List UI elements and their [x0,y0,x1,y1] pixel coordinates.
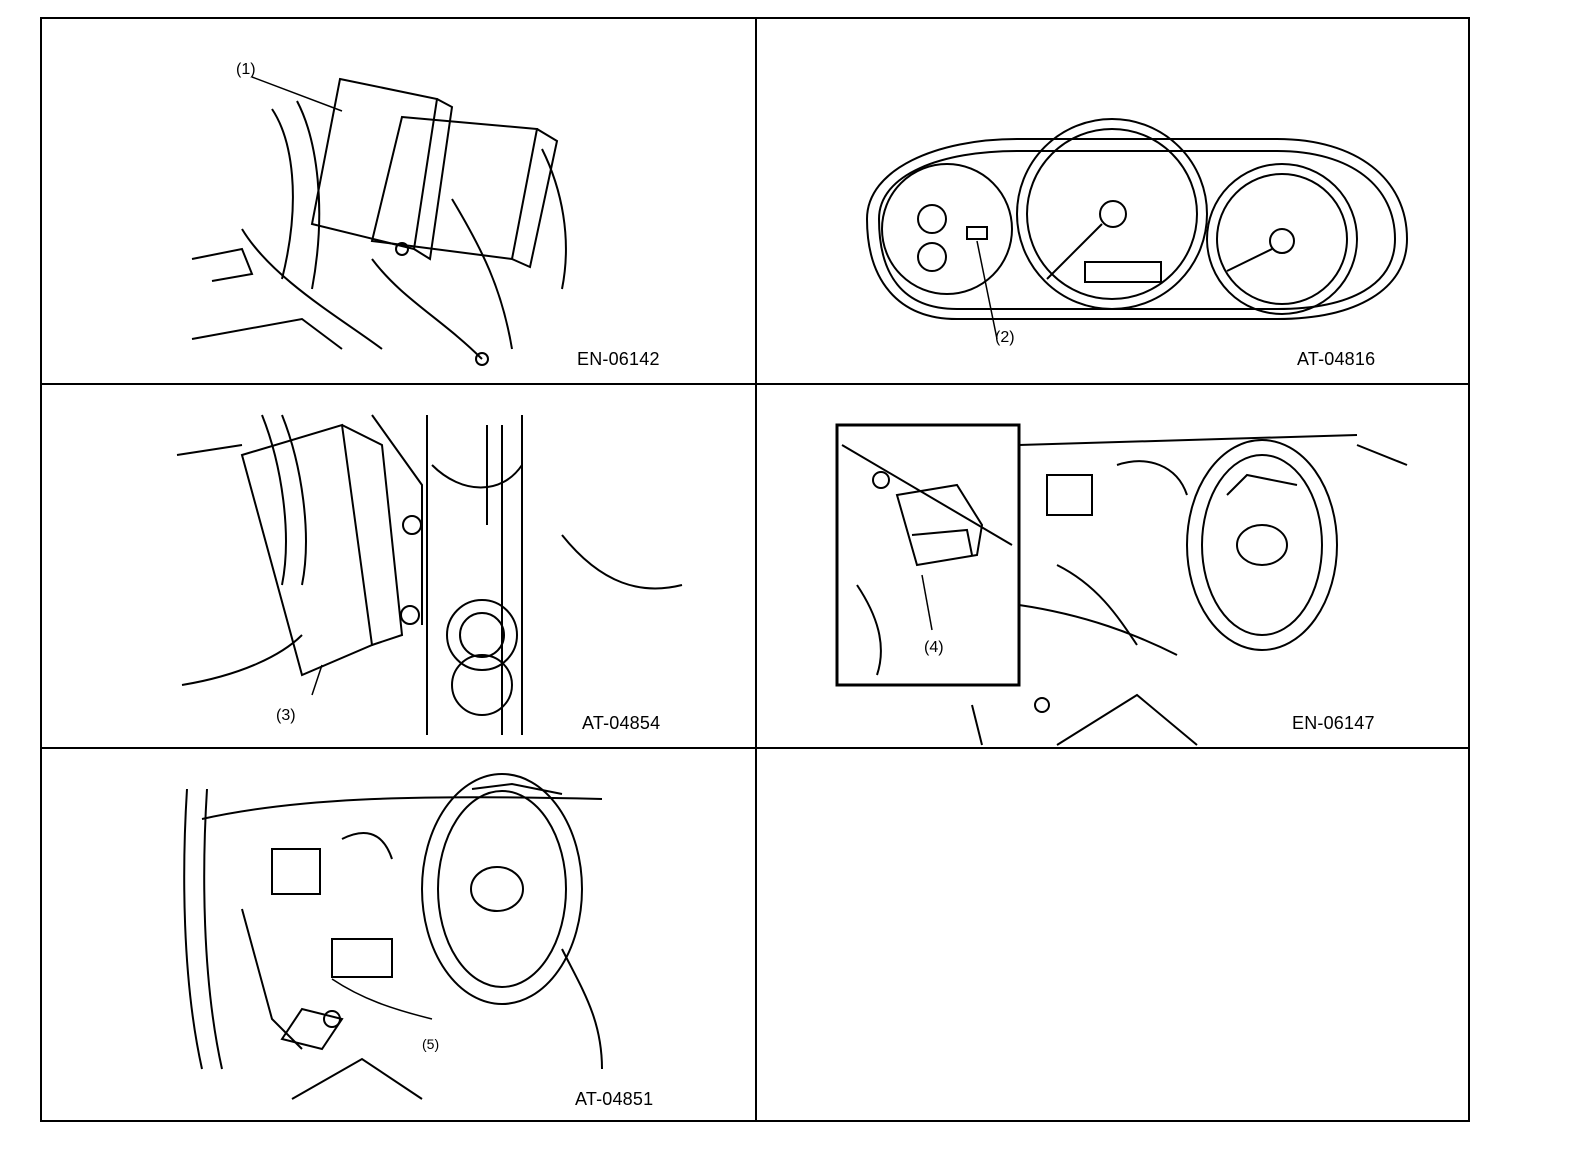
callout-1: (1) [236,61,256,78]
callout-4: (4) [924,639,944,656]
under-dash-illustration [183,773,603,1100]
instrument-cluster-illustration [865,118,1409,340]
callout-2: (2) [995,329,1015,346]
callout-5: (5) [422,1036,440,1052]
panel-6-empty [757,749,1468,1120]
figure-code: EN-06147 [1292,713,1375,733]
panel-1: (1) EN-06142 [42,19,755,383]
figure-grid: (1) EN-06142 ( [40,17,1470,1122]
tcm-illustration [176,414,683,735]
ecm-module-illustration [191,76,567,366]
panel-3: (3) AT-04854 [42,385,755,747]
panel-5: (5) AT-04851 [42,749,755,1120]
dash-connector-illustration [835,423,1408,746]
figure-code: AT-04851 [575,1089,654,1109]
callout-3: (3) [276,707,296,724]
horizontal-divider-2 [42,747,1468,749]
horizontal-divider-1 [42,383,1468,385]
vertical-divider [755,19,757,1120]
figure-code: AT-04816 [1297,349,1376,369]
figure-code: AT-04854 [582,713,661,733]
figure-code: EN-06142 [577,349,660,369]
panel-4: (4) EN-06147 [757,385,1468,747]
panel-2: (2) AT-04816 [757,19,1468,383]
